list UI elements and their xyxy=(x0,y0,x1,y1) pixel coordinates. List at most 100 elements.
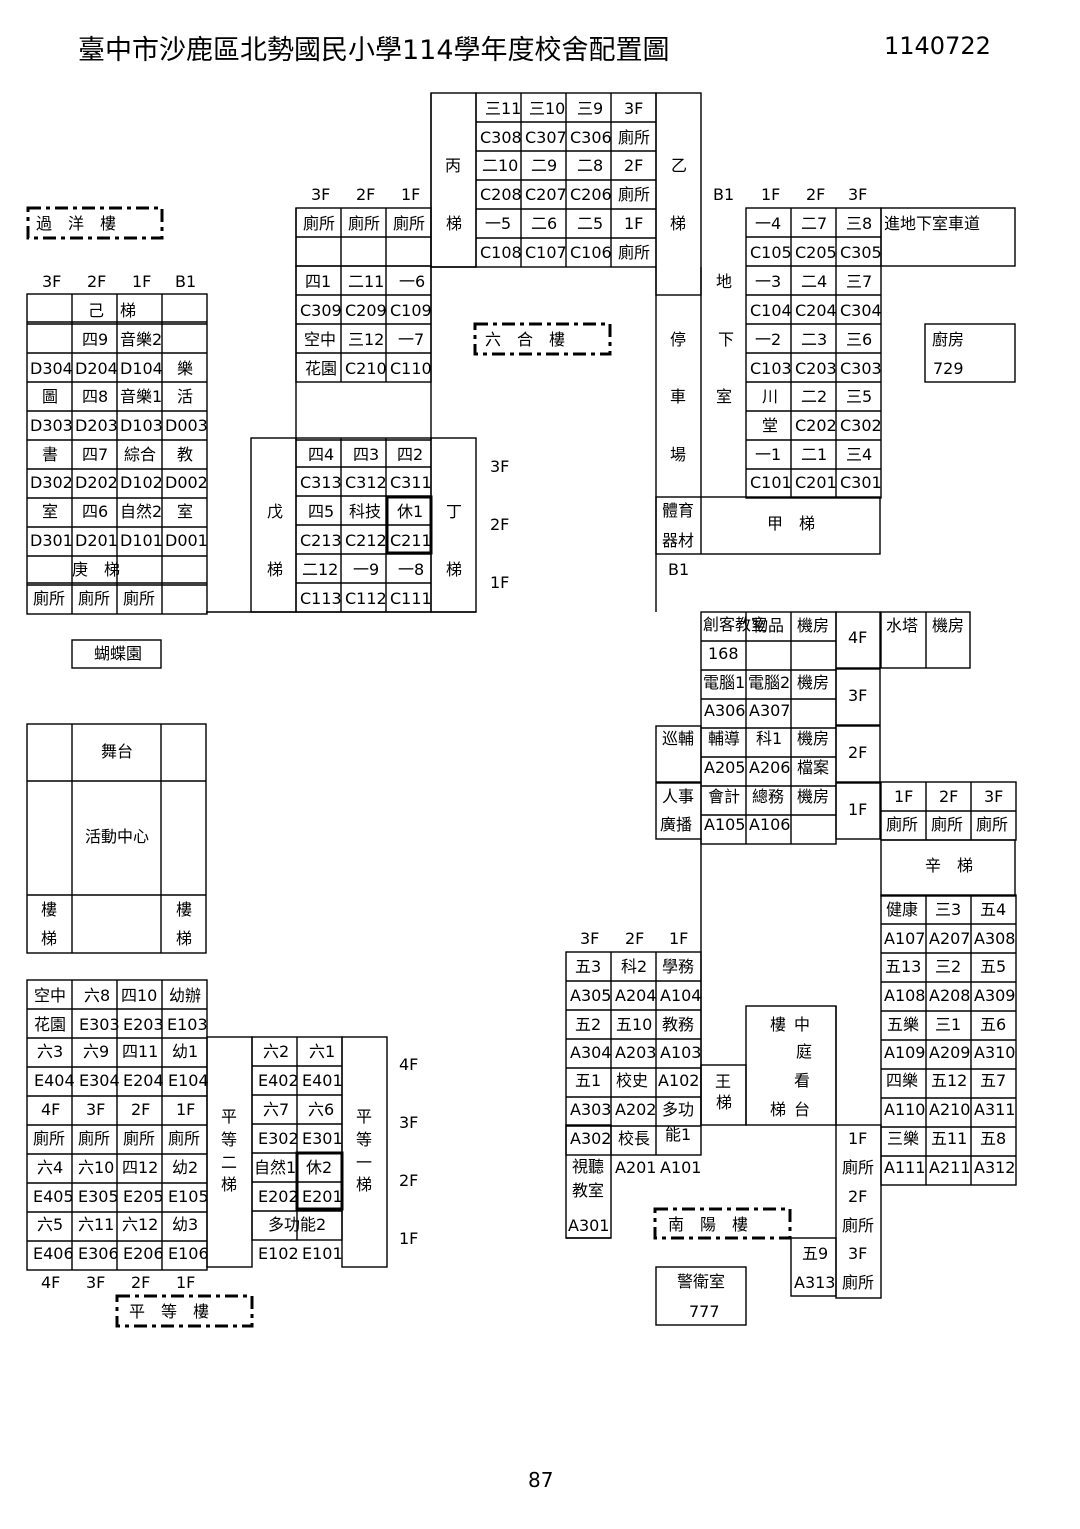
floor-plan-label: 梯 xyxy=(446,214,462,233)
room-outline xyxy=(655,496,881,555)
page-title: 臺中市沙鹿區北勢國民小學114學年度校舍配置圖 xyxy=(78,35,670,66)
floor-plan-label: 三1 xyxy=(935,1015,961,1034)
building-name-nanyang: 南 陽 樓 xyxy=(668,1215,748,1234)
floor-plan-label: E206 xyxy=(123,1244,164,1263)
floor-plan-label: A210 xyxy=(929,1100,970,1119)
floor-plan-label: A302 xyxy=(570,1129,611,1148)
floor-plan-label: 3F xyxy=(848,686,867,705)
floor-plan-label: E404 xyxy=(34,1071,75,1090)
floor-plan-label: 六5 xyxy=(37,1215,63,1234)
floor-plan-label: E305 xyxy=(78,1187,119,1206)
floor-plan-label: 丙 xyxy=(445,156,461,175)
floor-plan-label: A313 xyxy=(794,1273,835,1292)
floor-plan-label: 五8 xyxy=(980,1129,1006,1148)
floor-plan-label: 2F xyxy=(131,1100,150,1119)
building-frame xyxy=(473,322,612,356)
floor-plan-label: 二7 xyxy=(801,214,827,233)
floor-plan-label: 三8 xyxy=(846,214,872,233)
floor-plan-label: 四1 xyxy=(305,272,331,291)
floor-plan-label: 音樂2 xyxy=(120,330,162,349)
floor-plan-label: D102 xyxy=(120,473,163,492)
floor-plan-label: 幼辦 xyxy=(169,986,201,1005)
floor-plan-label: A209 xyxy=(929,1043,970,1062)
floor-plan-label: C209 xyxy=(345,301,387,320)
floor-plan-label: C201 xyxy=(795,473,837,492)
floor-plan-label: 廁所 xyxy=(393,214,425,233)
floor-plan-label: 看 xyxy=(794,1071,810,1090)
floor-plan-label: 機房 xyxy=(797,616,829,635)
floor-plan-label: C309 xyxy=(300,301,342,320)
floor-plan-label: 四樂 xyxy=(886,1071,918,1090)
room-grid xyxy=(565,951,702,1156)
floor-plan-label: A312 xyxy=(974,1158,1015,1177)
floor-plan-label: 一5 xyxy=(485,214,511,233)
floor-plan-label: C308 xyxy=(480,128,522,147)
building-name-liuhe: 六 合 樓 xyxy=(485,330,565,349)
floor-plan-label: 機房 xyxy=(797,673,829,692)
floor-plan-label: 4F xyxy=(399,1055,418,1074)
floor-plan-label: 辛 梯 xyxy=(925,856,973,875)
floor-plan-label: 六8 xyxy=(84,986,110,1005)
floor-plan-label: 一1 xyxy=(755,445,781,464)
floor-plan-label: 五5 xyxy=(980,957,1006,976)
floor-plan-label: 室 xyxy=(177,502,193,521)
floor-plan-label: 3F xyxy=(580,929,599,948)
floor-plan-label: 科1 xyxy=(756,729,782,748)
floor-plan-label: 四9 xyxy=(82,330,108,349)
floor-plan-label: 六2 xyxy=(263,1042,289,1061)
floor-plan-label: 科2 xyxy=(621,957,647,976)
floor-plan-label: 1F xyxy=(669,929,688,948)
floor-plan-label: 2F xyxy=(848,1187,867,1206)
floor-plan-label: 二1 xyxy=(801,445,827,464)
floor-plan-label: 幼1 xyxy=(172,1042,198,1061)
floor-plan-label: C111 xyxy=(390,589,432,608)
floor-plan-label: 二11 xyxy=(348,272,384,291)
floor-plan-label: 梯 xyxy=(267,560,283,579)
floor-plan-label: 六9 xyxy=(83,1042,109,1061)
floor-plan-label: 廁所 xyxy=(33,1129,65,1148)
floor-plan-label: 二10 xyxy=(482,156,518,175)
room-outline xyxy=(924,323,1016,383)
floor-plan-label: 三6 xyxy=(846,330,872,349)
room-outline xyxy=(835,1124,882,1299)
room-outline xyxy=(655,1266,747,1326)
floor-plan-label: C104 xyxy=(750,301,792,320)
floor-plan-label: B1 xyxy=(175,272,196,291)
floor-plan-label: 四7 xyxy=(82,445,108,464)
floor-plan-label: 校長 xyxy=(618,1129,650,1148)
floor-plan-label: D302 xyxy=(30,473,73,492)
floor-plan-label: A202 xyxy=(615,1100,656,1119)
floor-plan-label: C212 xyxy=(345,531,387,550)
floor-plan-label: D001 xyxy=(165,531,208,550)
floor-plan-label: E104 xyxy=(168,1071,209,1090)
floor-plan-label: 四8 xyxy=(82,387,108,406)
floor-plan-label: 丁 xyxy=(446,502,462,521)
floor-plan-label: A203 xyxy=(615,1043,656,1062)
floor-plan-label: E106 xyxy=(168,1244,209,1263)
floor-plan-label: 五12 xyxy=(931,1071,967,1090)
floor-plan-label: 輔導 xyxy=(708,729,740,748)
floor-plan-label: E201 xyxy=(302,1187,343,1206)
floor-plan-label: 四3 xyxy=(353,445,379,464)
floor-plan-label: 168 xyxy=(708,644,739,663)
room-outline xyxy=(655,92,702,296)
floor-plan-label: 電腦2 xyxy=(748,673,790,692)
floor-plan-label: 五7 xyxy=(980,1071,1006,1090)
floor-plan-label: 1F xyxy=(761,185,780,204)
floor-plan-label: 六10 xyxy=(78,1158,114,1177)
floor-plan-label: 會計 xyxy=(708,787,740,806)
floor-plan-label: 二3 xyxy=(801,330,827,349)
floor-plan-label: A308 xyxy=(974,929,1015,948)
floor-plan-label: 二5 xyxy=(577,214,603,233)
floor-plan-label: 五13 xyxy=(885,957,921,976)
floor-plan-label: D202 xyxy=(75,473,118,492)
floor-plan-label: 五2 xyxy=(575,1015,601,1034)
floor-plan-label: 六3 xyxy=(37,1042,63,1061)
floor-plan-label: C207 xyxy=(525,185,567,204)
floor-plan-label: 3F xyxy=(490,457,509,476)
room-outline xyxy=(341,1036,388,1268)
floor-plan-label: C307 xyxy=(525,128,567,147)
floor-plan-label: 2F xyxy=(87,272,106,291)
floor-plan-label: 樓 xyxy=(41,900,57,919)
floor-plan-label: 3F xyxy=(311,185,330,204)
